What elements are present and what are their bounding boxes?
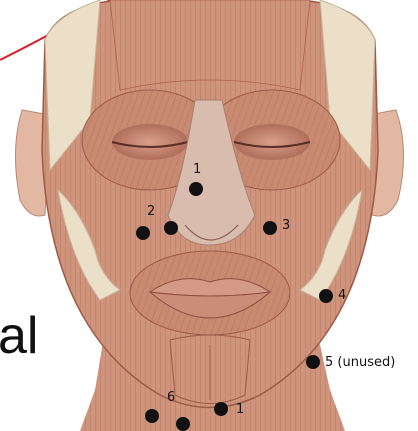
marker-1 bbox=[189, 182, 203, 196]
marker-label-1: 1 bbox=[193, 163, 201, 176]
marker-2a bbox=[136, 226, 150, 240]
marker-label-4: 4 bbox=[338, 289, 346, 302]
marker-6a bbox=[145, 409, 159, 423]
marker-5 bbox=[306, 355, 320, 369]
marker-3 bbox=[263, 221, 277, 235]
marker-label-6: 6 bbox=[167, 391, 175, 404]
marker-label-1-chin: 1 bbox=[236, 403, 244, 416]
marker-4 bbox=[319, 289, 333, 303]
frontalis bbox=[110, 0, 310, 90]
marker-label-5: 5 (unused) bbox=[325, 356, 395, 369]
marker-2b bbox=[164, 221, 178, 235]
marker-label-3: 3 bbox=[282, 219, 290, 232]
marker-6b bbox=[176, 417, 190, 431]
side-text: al bbox=[0, 310, 38, 362]
marker-label-2: 2 bbox=[147, 205, 155, 218]
marker-1-chin bbox=[214, 402, 228, 416]
